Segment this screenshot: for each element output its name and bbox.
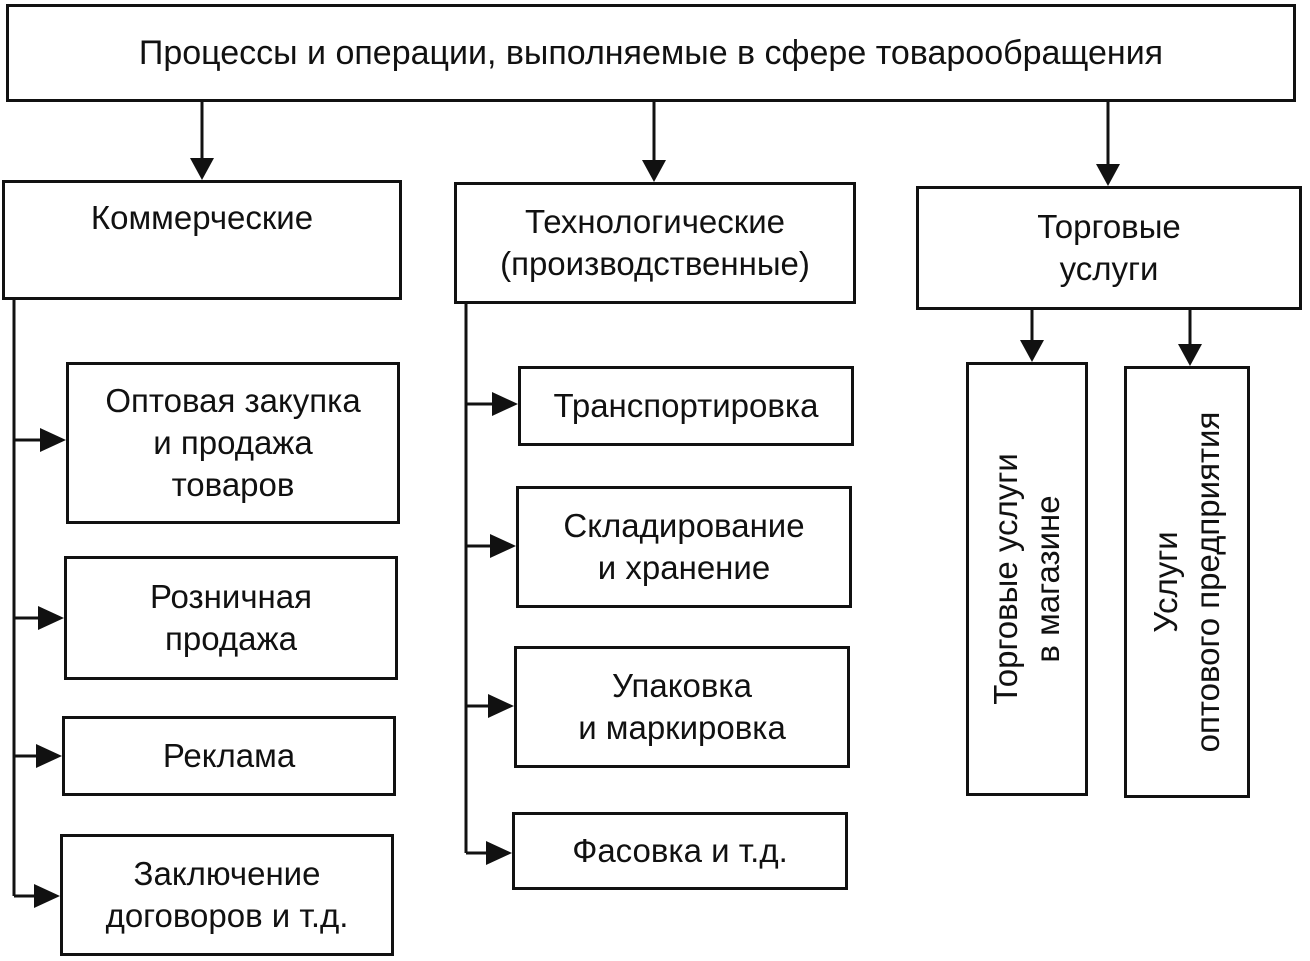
arrow-right-commercial-3 <box>36 744 62 768</box>
service-item-store-line-2: в магазине <box>1029 495 1066 663</box>
arrow-down-commercial <box>190 158 214 180</box>
arrow-right-technological-3 <box>488 694 514 718</box>
category-services-line-2: услуги <box>1059 250 1159 287</box>
tech-item-packaging-line-2: и маркировка <box>578 709 786 746</box>
service-item-store-text: Торговые услуги в магазине <box>985 374 1069 784</box>
commercial-item-wholesale-line-3: товаров <box>171 466 295 503</box>
tech-item-storage-line-2: и хранение <box>597 549 771 586</box>
arrow-right-commercial-2 <box>38 606 64 630</box>
tech-item-storage-box: Складирование и хранение <box>516 486 852 608</box>
tech-item-storage-line-1: Складирование <box>563 507 805 544</box>
service-item-wholesale-text: Услуги оптового предприятия <box>1145 377 1229 787</box>
commercial-item-retail-line-2: продажа <box>165 620 297 657</box>
category-services-box: Торговые услуги <box>916 186 1302 310</box>
commercial-item-contracts-line-2: договоров и т.д. <box>105 897 349 934</box>
commercial-item-retail-line-1: Розничная <box>150 578 312 615</box>
tech-item-transport-line-1: Транспортировка <box>553 387 819 424</box>
commercial-item-advertising-line-1: Реклама <box>162 737 296 774</box>
service-item-wholesale-line-1: Услуги <box>1147 531 1184 633</box>
arrow-down-services-1 <box>1020 340 1044 362</box>
service-item-wholesale-box: Услуги оптового предприятия <box>1124 366 1250 798</box>
service-item-store-line-1: Торговые услуги <box>987 453 1024 705</box>
category-services-line-1: Торговые <box>1037 208 1181 245</box>
category-technological-line-2: (производственные) <box>500 245 810 282</box>
arrow-right-technological-4 <box>486 841 512 865</box>
tech-item-portioning-box: Фасовка и т.д. <box>512 812 848 890</box>
service-item-wholesale-line-2: оптового предприятия <box>1189 411 1226 753</box>
arrow-right-technological-1 <box>492 392 518 416</box>
category-commercial-box: Коммерческие <box>2 180 402 300</box>
category-commercial-label: Коммерческие <box>90 199 314 236</box>
arrow-down-services-2 <box>1178 344 1202 366</box>
tech-item-portioning-line-1: Фасовка и т.д. <box>572 832 788 869</box>
commercial-item-advertising-box: Реклама <box>62 716 396 796</box>
service-item-store-box: Торговые услуги в магазине <box>966 362 1088 796</box>
arrow-right-commercial-4 <box>34 884 60 908</box>
commercial-item-retail-box: Розничная продажа <box>64 556 398 680</box>
tech-item-packaging-line-1: Упаковка <box>612 667 752 704</box>
commercial-item-contracts-box: Заключение договоров и т.д. <box>60 834 394 956</box>
tech-item-transport-box: Транспортировка <box>518 366 854 446</box>
commercial-item-wholesale-box: Оптовая закупка и продажа товаров <box>66 362 400 524</box>
root-box: Процессы и операции, выполняемые в сфере… <box>6 4 1296 102</box>
commercial-item-wholesale-line-1: Оптовая закупка <box>105 382 361 419</box>
arrow-right-technological-2 <box>490 534 516 558</box>
commercial-item-contracts-line-1: Заключение <box>133 855 321 892</box>
arrow-right-commercial-1 <box>40 428 66 452</box>
arrow-down-technological <box>642 160 666 182</box>
commercial-item-wholesale-line-2: и продажа <box>153 424 313 461</box>
tech-item-packaging-box: Упаковка и маркировка <box>514 646 850 768</box>
category-technological-box: Технологические (производственные) <box>454 182 856 304</box>
root-label: Процессы и операции, выполняемые в сфере… <box>138 34 1164 72</box>
arrow-down-services <box>1096 164 1120 186</box>
category-technological-line-1: Технологические <box>524 203 785 240</box>
